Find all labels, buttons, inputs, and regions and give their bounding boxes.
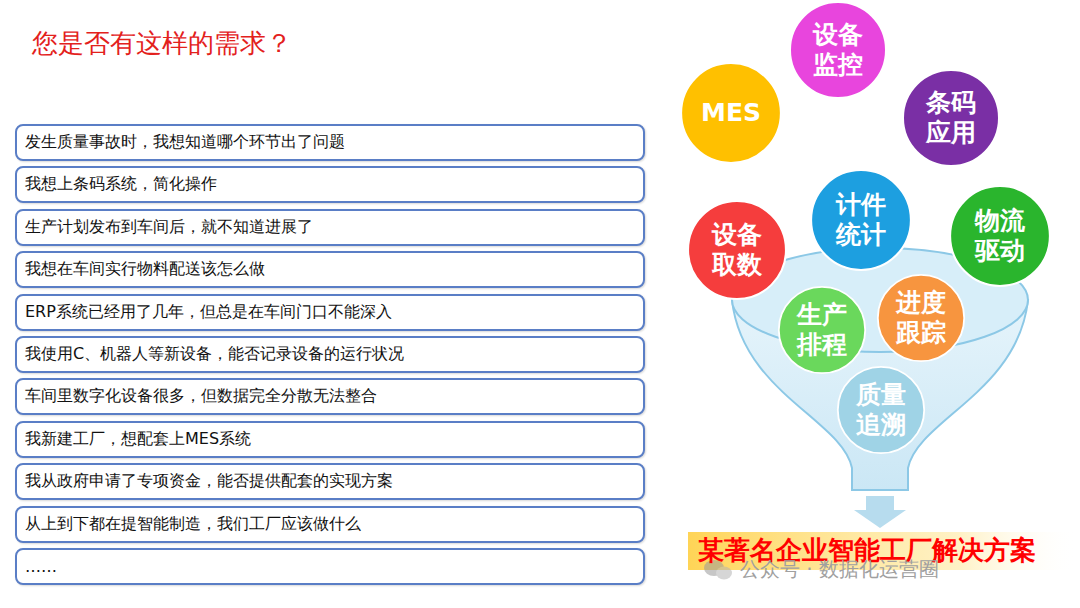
module-label: MES [691,98,771,128]
diagram-title: 您是否有这样的需求？ [32,26,292,61]
requirement-text: 我想在车间实行物料配送该怎么做 [25,259,265,280]
circle-fill [878,275,964,361]
module-circle: 生产 排程 [777,285,867,375]
requirement-box: 我从政府申请了专项资金，能否提供配套的实现方案 [15,463,645,500]
requirement-text: 从上到下都在提智能制造，我们工厂应该做什么 [25,514,361,535]
module-circle: 物流 驱动 [948,184,1052,288]
module-circle: 进度 跟踪 [876,273,966,363]
watermark: 公众号 · 数据化运营圈 [740,556,939,583]
requirement-text: 发生质量事故时，我想知道哪个环节出了问题 [25,132,345,153]
requirement-box: 我使用C、机器人等新设备，能否记录设备的运行状况 [15,336,645,373]
requirement-box: 发生质量事故时，我想知道哪个环节出了问题 [15,124,645,161]
module-label: 设备 监控 [810,20,866,80]
module-circle: 计件 统计 [809,168,913,272]
module-circle: MES [679,61,783,165]
requirement-text: 车间里数字化设备很多，但数据完全分散无法整合 [25,386,377,407]
requirement-text: 我想上条码系统，简化操作 [25,174,217,195]
requirement-box: ERP系统已经用了几年，但总是在车间门口不能深入 [15,294,645,331]
requirement-text: …… [25,557,57,576]
circle-fill [903,70,999,166]
circle-fill [811,170,911,270]
module-label: 计件 统计 [833,190,889,250]
circle-fill [950,186,1050,286]
module-label: 物流 驱动 [972,206,1028,266]
requirement-box: 我想在车间实行物料配送该怎么做 [15,251,645,288]
module-circle: 设备 取数 [686,199,788,301]
module-circle: 质量 追溯 [836,365,926,455]
module-circle: 条码 应用 [901,68,1001,168]
circle-fill [790,2,886,98]
circle-fill [688,201,786,299]
module-label: 设备 取数 [709,220,765,280]
requirement-box: 从上到下都在提智能制造，我们工厂应该做什么 [15,506,645,543]
module-circle: 设备 监控 [788,0,888,100]
requirement-box: 我新建工厂，想配套上MES系统 [15,421,645,458]
requirement-text: 我新建工厂，想配套上MES系统 [25,429,251,450]
down-arrow [854,496,906,528]
module-label: 进度 跟踪 [893,288,949,348]
requirement-text: 我从政府申请了专项资金，能否提供配套的实现方案 [25,471,393,492]
module-label: 质量 追溯 [853,380,909,440]
requirement-text: 生产计划发布到车间后，就不知道进展了 [25,217,313,238]
module-label: 生产 排程 [794,300,850,360]
requirement-text: 我使用C、机器人等新设备，能否记录设备的运行状况 [25,344,404,365]
requirement-box: 我想上条码系统，简化操作 [15,166,645,203]
requirement-box: 生产计划发布到车间后，就不知道进展了 [15,209,645,246]
circle-fill [779,287,865,373]
requirement-box: 车间里数字化设备很多，但数据完全分散无法整合 [15,378,645,415]
module-label: 条码 应用 [923,88,979,148]
circle-fill [838,367,924,453]
requirement-text: ERP系统已经用了几年，但总是在车间门口不能深入 [25,302,392,323]
requirement-box: …… [15,548,645,585]
circle-fill [681,63,781,163]
